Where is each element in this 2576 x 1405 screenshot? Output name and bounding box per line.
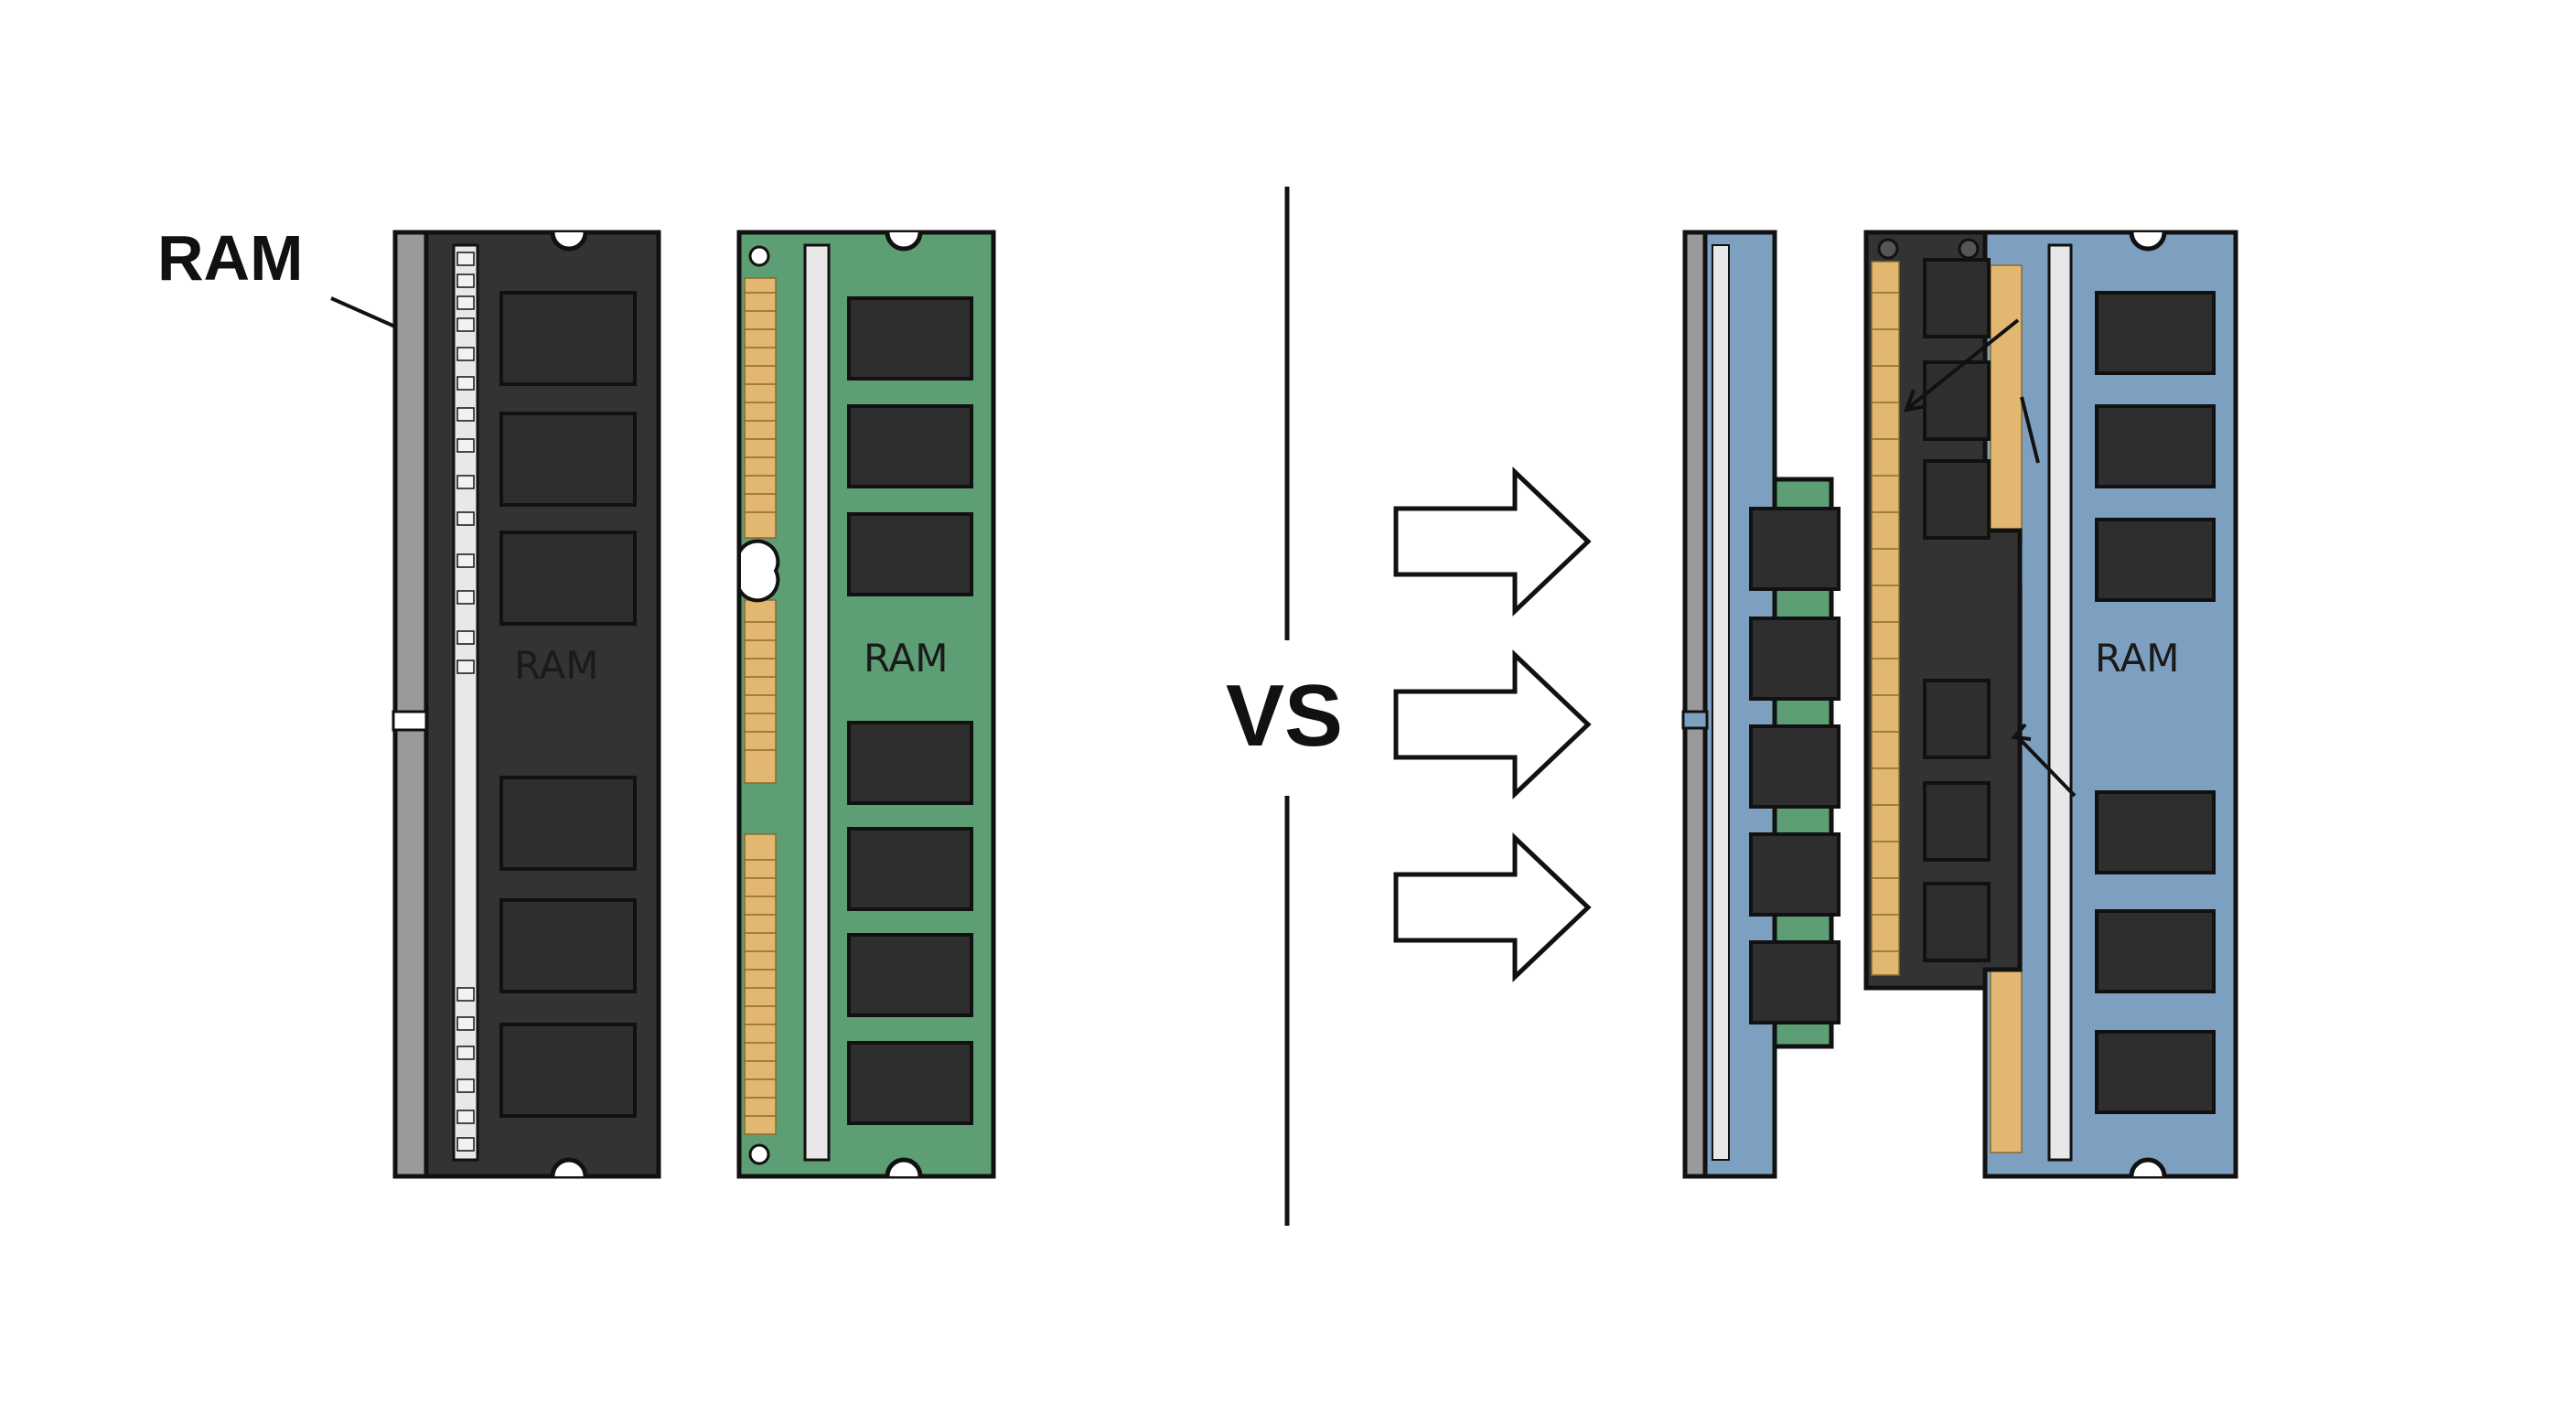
- vs-label: VS: [1226, 667, 1343, 765]
- black-stick-label: RAM: [514, 643, 598, 688]
- black-stick-chips: [499, 291, 637, 1118]
- blue-stick-label: RAM: [2095, 636, 2179, 681]
- black-ram-stick: RAM: [392, 230, 661, 1179]
- green-ram-stick-overlay: [1749, 477, 1841, 1049]
- right-arrow-icon: [1393, 649, 1592, 799]
- blue-ram-stick-front: RAM: [1982, 230, 2238, 1179]
- black-stick-pads: [456, 252, 475, 1152]
- black-overlay-chips: [1923, 258, 1991, 962]
- right-arrow-icon: [1393, 832, 1592, 982]
- right-arrow-icon: [1393, 467, 1592, 617]
- green-stick-label: RAM: [864, 636, 948, 681]
- green-ram-stick: RAM: [736, 230, 996, 1179]
- blue-stick-chips: [2095, 291, 2216, 1114]
- callout-label: RAM: [157, 222, 303, 294]
- overlay-arrow-icon: [1903, 318, 2077, 798]
- black-ram-stick-overlay: [1863, 230, 2077, 991]
- green-stick-chips: [847, 296, 973, 1125]
